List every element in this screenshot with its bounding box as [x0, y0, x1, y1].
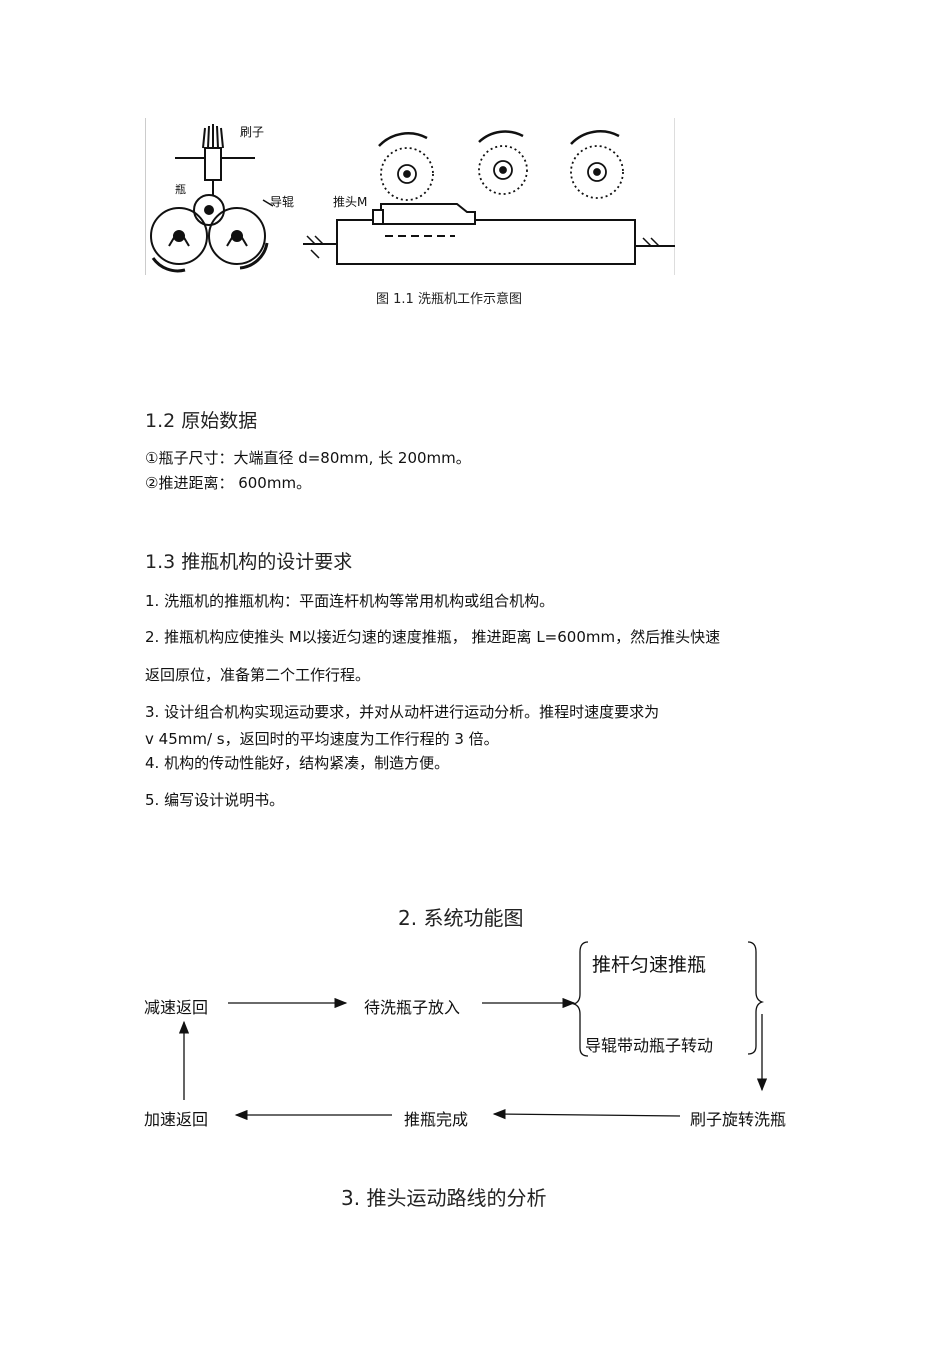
washing-machine-diagram: 刷子 瓶 导辊 — [144, 118, 676, 275]
node-roller-rotate: 导辊带动瓶子转动 — [585, 1036, 714, 1055]
figure-caption: 图 1.1 洗瓶机工作示意图 — [376, 292, 522, 307]
label-guide-roller: 导辊 — [270, 195, 294, 209]
function-flow-arrows — [178, 941, 768, 1121]
requirement-item-2-cont: 返回原位，准备第二个工作行程。 — [145, 666, 371, 684]
rotating-brushes — [378, 130, 624, 201]
section-heading-1-3: 1.3 推瓶机构的设计要求 — [145, 551, 353, 573]
node-brush-wash: 刷子旋转洗瓶 — [690, 1110, 787, 1129]
requirement-item-3-cont: v 45mm/ s，返回时的平均速度为工作行程的 3 倍。 — [145, 730, 499, 748]
left-assembly — [150, 124, 274, 273]
push-head-and-roller — [303, 203, 675, 265]
section-heading-1-2: 1.2 原始数据 — [145, 410, 258, 432]
section-heading-2: 2. 系统功能图 — [398, 906, 524, 930]
section-heading-3: 3. 推头运动路线的分析 — [341, 1186, 547, 1210]
requirement-item-1: 1. 洗瓶机的推瓶机构：平面连杆机构等常用机构或组合机构。 — [145, 592, 555, 610]
arrow-wash-to-done — [492, 1108, 681, 1120]
node-push-done: 推瓶完成 — [404, 1110, 469, 1129]
label-brush: 刷子 — [240, 125, 264, 139]
requirement-item-5: 5. 编写设计说明书。 — [145, 791, 285, 809]
label-bottle: 瓶 — [175, 182, 186, 196]
node-decel-return: 减速返回 — [144, 998, 209, 1017]
left-brace — [571, 941, 589, 1057]
node-accel-return: 加速返回 — [144, 1110, 209, 1129]
requirement-item-2: 2. 推瓶机构应使推头 M以接近匀速的速度推瓶， 推进距离 L=600mm，然后… — [145, 628, 721, 646]
right-brace — [747, 941, 765, 1055]
bottle-size-line: ①瓶子尺寸：大端直径 d=80mm, 长 200mm。 — [145, 449, 471, 467]
node-push-uniform: 推杆匀速推瓶 — [592, 954, 707, 976]
requirement-item-4: 4. 机构的传动性能好，结构紧凑，制造方便。 — [145, 754, 450, 772]
washing-machine-figure: 刷子 瓶 导辊 — [144, 118, 676, 275]
requirement-item-3: 3. 设计组合机构实现运动要求，并对从动杆进行运动分析。推程时速度要求为 — [145, 703, 660, 721]
node-load-bottle: 待洗瓶子放入 — [364, 998, 461, 1017]
label-push-head: 推头M — [333, 195, 367, 209]
push-distance-line: ②推进距离： 600mm。 — [145, 474, 312, 492]
